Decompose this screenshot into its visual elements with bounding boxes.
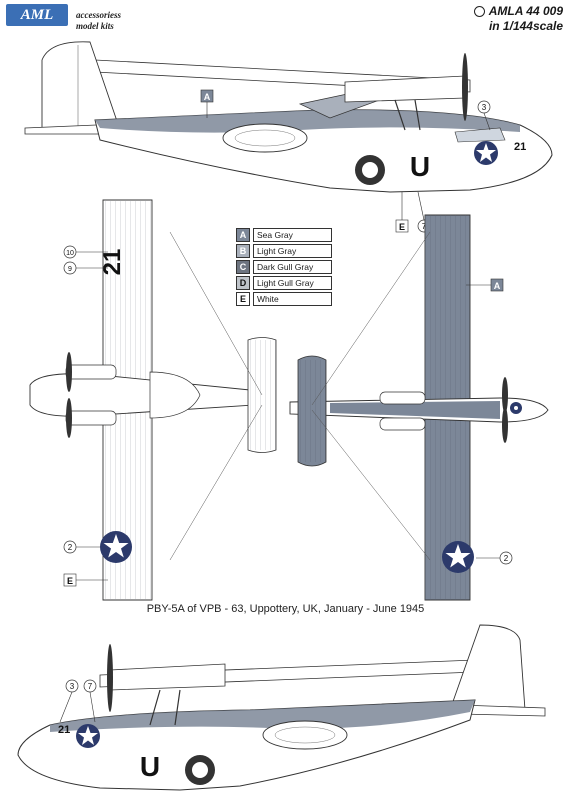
legend-letter: A [236, 228, 250, 242]
aml-logo: AML [6, 4, 68, 26]
star-insignia-lower [442, 541, 474, 573]
logo-tagline-2: model kits [76, 21, 114, 31]
callout-a-right: A [494, 281, 501, 291]
legend-row: A Sea Gray [236, 228, 332, 242]
star-insignia-upper [100, 531, 132, 563]
callout-10-left: 10 [66, 250, 74, 257]
brand-header: AML accessoriess model kits [6, 4, 146, 42]
side-view-left: U 21 3 7 [17, 624, 546, 791]
callout-2-left: 2 [68, 543, 73, 552]
aircraft-caption: PBY-5A of VPB - 63, Uppottery, UK, Janua… [146, 603, 425, 615]
propeller [462, 53, 468, 121]
kit-header: AMLA 44 009 in 1/144scale [403, 4, 563, 33]
kit-code: AMLA 44 009 [488, 4, 563, 18]
legend-row: C Dark Gull Gray [236, 260, 332, 274]
legend-letter: B [236, 244, 250, 258]
legend-label: White [253, 292, 332, 306]
callout-9-left: 9 [68, 266, 72, 273]
nose-number-lower: 21 [58, 724, 70, 736]
callout-e-top: E [399, 222, 405, 232]
color-legend: A Sea Gray B Light Gray C Dark Gull Gray… [236, 228, 332, 308]
legend-label: Light Gull Gray [253, 276, 332, 290]
star-insignia-side-lower [76, 724, 100, 748]
legend-letter: C [236, 260, 250, 274]
blister [222, 123, 308, 153]
side-view-right: U 21 A 3 E 7 [24, 41, 553, 233]
kit-code-line: AMLA 44 009 [403, 4, 563, 18]
wing-number: 21 [99, 249, 126, 276]
legend-letter: D [236, 276, 250, 290]
callout-3-top: 3 [482, 103, 487, 112]
tail-fin-lower [449, 624, 526, 711]
tail-letter-lower: U [140, 751, 160, 782]
star-insignia-nose [510, 402, 522, 414]
logo-tagline-1: accessoriess [76, 10, 121, 20]
upper-surface-view: 21 10 9 2 E [29, 199, 277, 601]
guide-lines [169, 231, 431, 561]
nose-number: 21 [514, 141, 526, 153]
tail-fin [41, 41, 121, 133]
kit-scale: in 1/144scale [488, 19, 563, 33]
callout-7-bottom: 7 [88, 682, 93, 691]
circle-icon [473, 5, 485, 17]
lower-surface-view: A 2 [289, 214, 549, 601]
callout-7-top: 7 [422, 222, 427, 231]
callout-e-left: E [67, 576, 73, 586]
legend-label: Sea Gray [253, 228, 332, 242]
callout-3-bottom: 3 [70, 682, 75, 691]
legend-letter: E [236, 292, 250, 306]
callout-2-right: 2 [504, 554, 509, 563]
callout-a-top: A [204, 92, 211, 102]
legend-label: Dark Gull Gray [253, 260, 332, 274]
legend-row: E White [236, 292, 332, 306]
legend-row: B Light Gray [236, 244, 332, 258]
tail-letter: U [410, 151, 430, 182]
legend-label: Light Gray [253, 244, 332, 258]
legend-row: D Light Gull Gray [236, 276, 332, 290]
star-insignia-side [474, 141, 498, 165]
